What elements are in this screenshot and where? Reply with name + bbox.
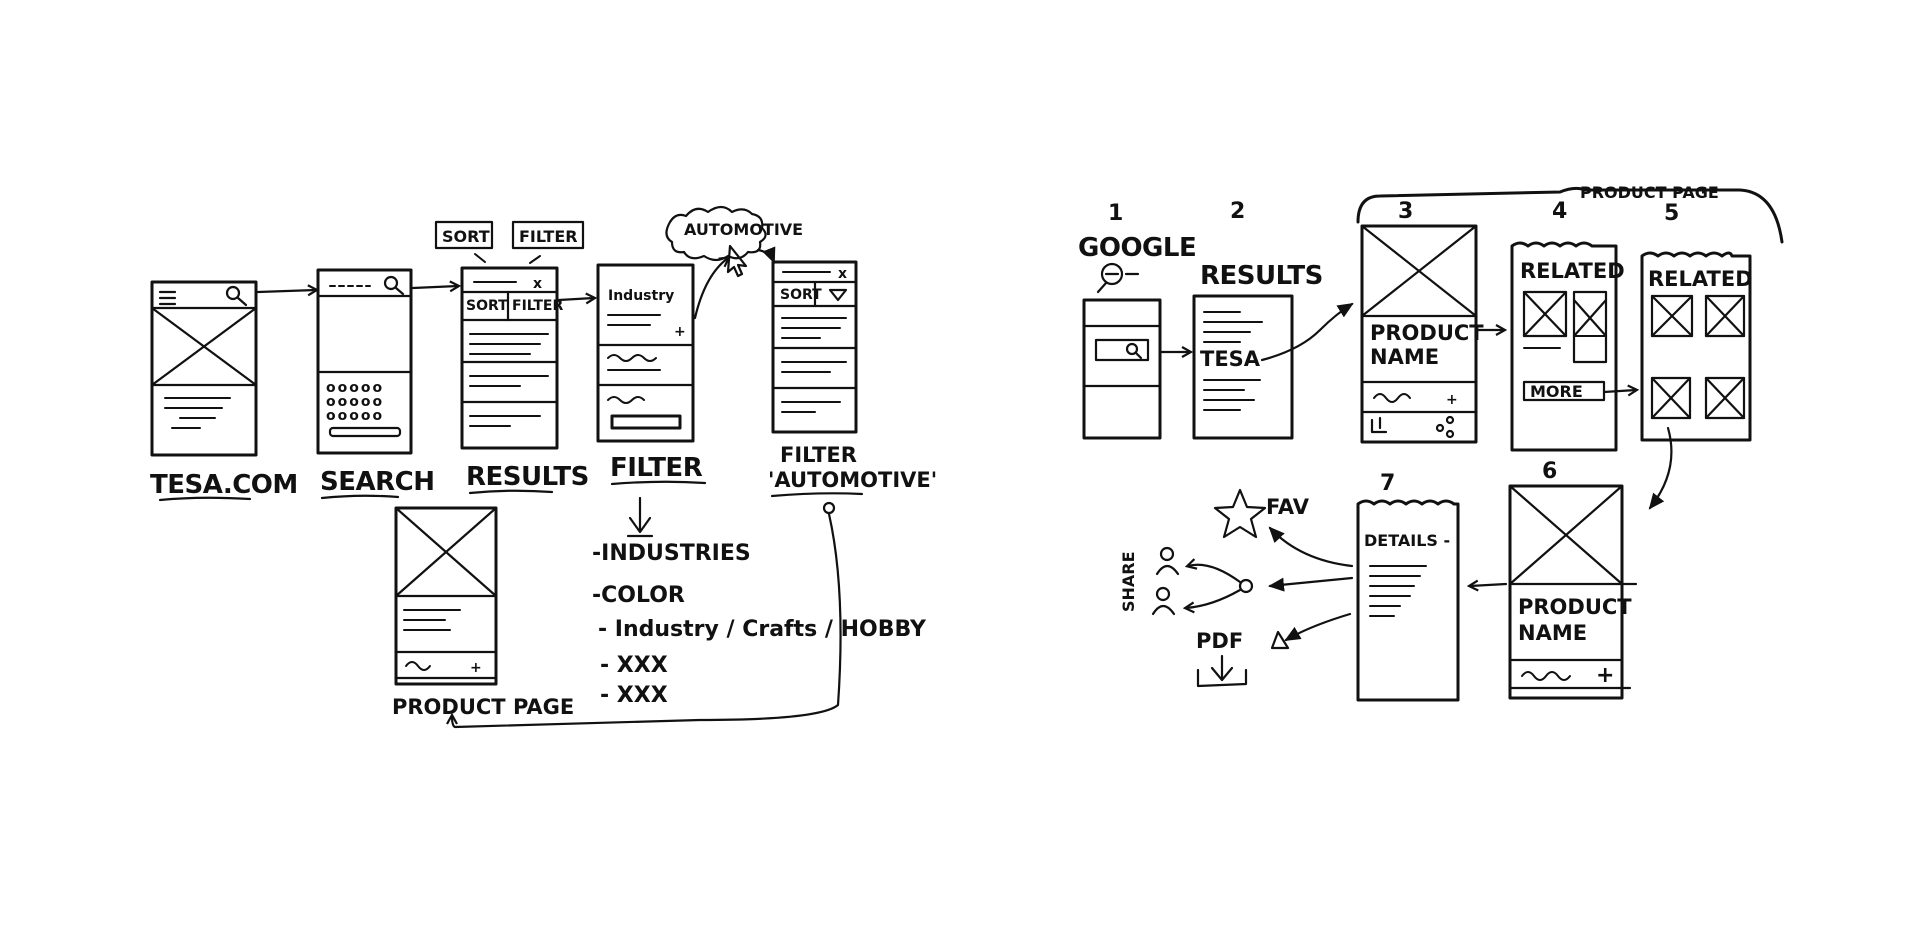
filter-option: - XXX — [600, 683, 668, 708]
action-fav: FAV — [1213, 488, 1310, 539]
step-details: DETAILS - — [1356, 499, 1460, 702]
filter-option: - Industry / Crafts / HOBBY — [598, 617, 927, 642]
cursor-icon — [726, 244, 748, 278]
svg-text:ooooo: ooooo — [326, 380, 384, 396]
label-product-page-left: PRODUCT PAGE — [392, 695, 574, 719]
label-pdf: PDF — [1196, 629, 1243, 653]
image-placeholder — [150, 306, 258, 387]
screen-search: ooooo ooooo ooooo SEARCH — [316, 268, 435, 500]
svg-text:+: + — [674, 324, 686, 340]
screen-results: x SORT FILTER RESULTS — [460, 266, 589, 495]
share-icon — [1435, 415, 1455, 439]
svg-text:SORT: SORT — [780, 287, 822, 303]
svg-text:PRODUCT PAGE: PRODUCT PAGE — [1580, 183, 1719, 202]
svg-text:SORT: SORT — [466, 298, 508, 314]
step-product-page: PRODUCT NAME + — [1360, 224, 1484, 444]
svg-text:FILTER: FILTER — [512, 298, 563, 314]
person-icon — [1151, 586, 1176, 616]
loop-back-arrow — [452, 501, 842, 729]
svg-text:AUTOMOTIVE: AUTOMOTIVE — [684, 220, 803, 239]
step-number: 3 — [1398, 199, 1413, 224]
label-fav: FAV — [1266, 495, 1310, 519]
screen-filter-automotive: x SORT FILTER 'AUTOMOTIVE' — [768, 260, 937, 498]
screen-filter: Industry + FILTER — [596, 258, 728, 486]
step-number: 5 — [1664, 201, 1679, 226]
step-number: 4 — [1552, 199, 1567, 224]
down-arrow-icon — [626, 496, 654, 538]
step-google: GOOGLE — [1078, 233, 1197, 440]
step-results: RESULTS TESA — [1192, 261, 1354, 440]
screen-product-page-left: + PRODUCT PAGE — [392, 506, 574, 719]
svg-text:+: + — [470, 660, 482, 676]
svg-text:x: x — [838, 266, 847, 282]
callout-sort-button: SORT — [434, 220, 494, 263]
flow-arrow — [1470, 584, 1508, 586]
action-pdf: PDF — [1196, 629, 1290, 688]
label-share: SHARE — [1119, 551, 1138, 612]
filter-icon — [828, 288, 848, 302]
label-related-5: RELATED — [1648, 267, 1753, 291]
download-icon — [1196, 654, 1248, 688]
annotation-automotive: AUTOMOTIVE — [665, 205, 803, 278]
step-number: 7 — [1380, 471, 1395, 496]
label-results-right: RESULTS — [1200, 261, 1323, 291]
svg-text:Industry: Industry — [608, 288, 674, 304]
magnifier-icon — [1096, 262, 1140, 294]
more-button-label: MORE — [1530, 382, 1583, 401]
step-product-page-6: PRODUCT NAME + — [1508, 484, 1638, 700]
product-page-brace: PRODUCT PAGE — [1356, 183, 1784, 244]
person-icon — [1155, 546, 1180, 576]
filter-option: -COLOR — [592, 583, 685, 608]
svg-text:NAME: NAME — [1370, 345, 1439, 369]
download-icon — [1370, 416, 1388, 434]
svg-text:NAME: NAME — [1518, 621, 1587, 645]
filter-option: -INDUSTRIES — [592, 541, 751, 566]
step-related-4: RELATED MORE — [1510, 241, 1636, 452]
svg-text:FILTER: FILTER — [519, 227, 578, 246]
svg-text:ooooo: ooooo — [326, 394, 384, 410]
flow-arrow — [411, 286, 458, 288]
search-icon — [225, 285, 248, 307]
flow-arrow — [557, 298, 594, 300]
label-tesa-com: TESA.COM — [150, 470, 298, 500]
svg-text:+: + — [1446, 392, 1458, 408]
result-tesa: TESA — [1200, 347, 1261, 371]
arrow-to-pdf — [1284, 612, 1352, 642]
label-details: DETAILS - — [1364, 531, 1450, 550]
label-results: RESULTS — [466, 462, 589, 492]
search-icon — [383, 275, 405, 296]
step-number: 1 — [1108, 201, 1123, 226]
svg-text:ooooo: ooooo — [326, 408, 384, 424]
svg-text:SORT: SORT — [442, 227, 490, 246]
action-share: SHARE — [1119, 546, 1254, 616]
svg-text:+: + — [1596, 663, 1614, 688]
label-google: GOOGLE — [1078, 233, 1196, 263]
svg-text:PRODUCT: PRODUCT — [1370, 321, 1484, 345]
flow-arrow — [256, 290, 316, 292]
label-filter-automotive-2: 'AUTOMOTIVE' — [768, 468, 937, 492]
search-icon — [1125, 342, 1143, 360]
arrow-to-share — [1268, 576, 1354, 592]
step-related-5: RELATED — [1640, 251, 1753, 510]
label-filter-automotive-1: FILTER — [780, 443, 857, 467]
step-number: 2 — [1230, 199, 1245, 224]
svg-text:x: x — [533, 276, 542, 292]
callout-filter-button: FILTER — [511, 220, 585, 264]
step-number: 6 — [1542, 459, 1557, 484]
arrow-to-fav — [1268, 526, 1354, 568]
svg-text:PRODUCT: PRODUCT — [1518, 595, 1632, 619]
label-related-4: RELATED — [1520, 259, 1625, 283]
screen-tesa-com: TESA.COM — [150, 280, 298, 502]
filter-options: -INDUSTRIES -COLOR - Industry / Crafts /… — [592, 496, 927, 708]
filter-option: - XXX — [600, 653, 668, 678]
label-filter: FILTER — [610, 453, 703, 483]
label-search: SEARCH — [320, 467, 434, 497]
star-icon — [1213, 488, 1267, 539]
triangle-icon — [1270, 630, 1290, 650]
